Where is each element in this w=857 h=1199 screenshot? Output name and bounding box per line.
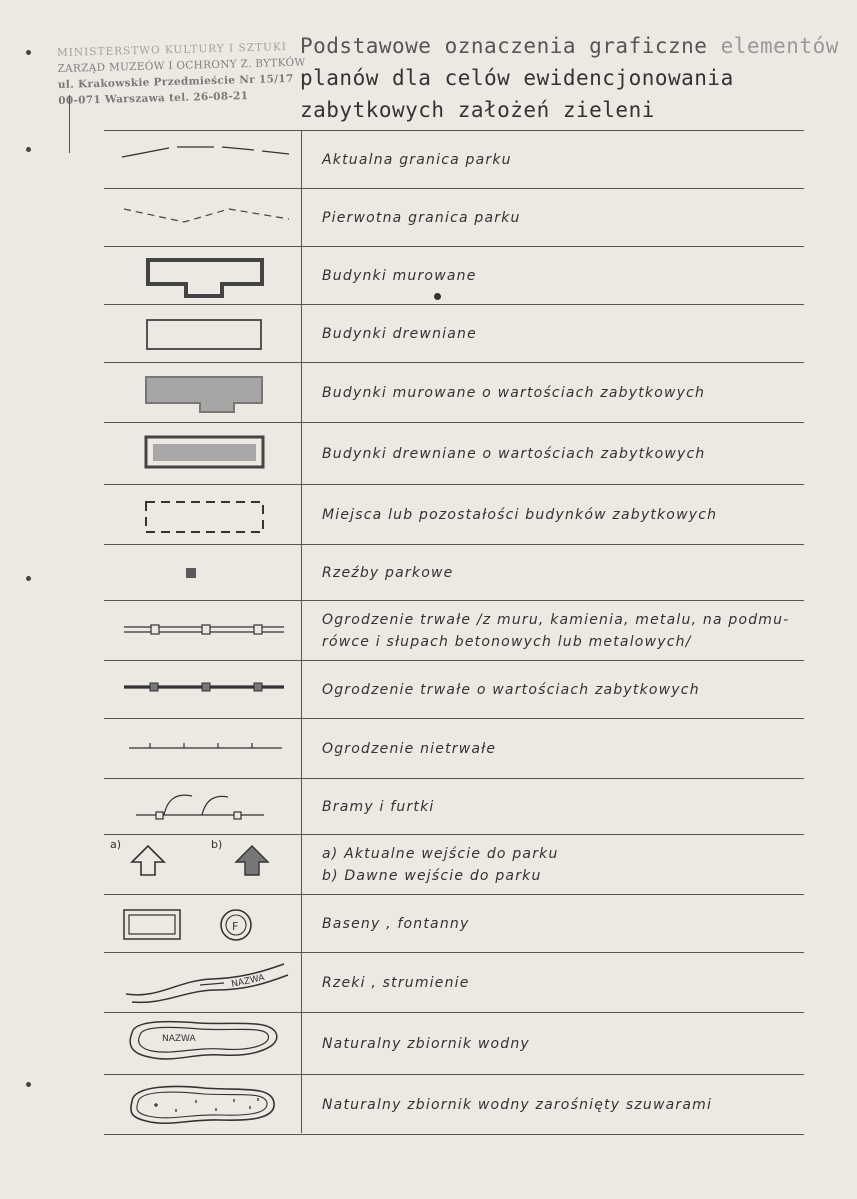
legend-row: F Baseny , fontanny xyxy=(104,894,804,953)
legend-text: Rzeźby parkowe xyxy=(322,565,454,581)
punch-hole xyxy=(26,576,31,581)
legend-row: Ogrodzenie trwałe /z muru, kamienia, met… xyxy=(104,600,804,661)
river-symbol: NAZWA xyxy=(104,953,301,1013)
punch-hole xyxy=(26,1082,31,1087)
legend-text: Budynki murowane o wartościach zabytkowy… xyxy=(322,385,706,401)
masonry-building-symbol xyxy=(104,247,301,305)
legend-text: Ogrodzenie trwałe /z muru, kamienia, met… xyxy=(322,612,790,628)
legend-description: Aktualna granica parku xyxy=(322,131,800,189)
legend-description: Pierwotna granica parku xyxy=(322,189,800,247)
park-boundary-original-symbol xyxy=(104,189,301,247)
legend-text: b) Dawne wejście do parku xyxy=(322,868,542,884)
legend-description: Budynki murowane o wartościach zabytkowy… xyxy=(322,363,800,423)
legend-description: Naturalny zbiornik wodny xyxy=(322,1013,800,1075)
legend-row: Ogrodzenie trwałe o wartościach zabytkow… xyxy=(104,660,804,719)
historic-fence-symbol xyxy=(104,661,301,719)
up-arrow-outline-icon xyxy=(130,844,166,876)
historic-building-remains-symbol xyxy=(104,485,301,545)
permanent-fence-symbol xyxy=(104,601,301,661)
natural-pond-symbol: NAZWA xyxy=(104,1013,301,1075)
legend-row: NAZWA Rzeki , strumienie xyxy=(104,952,804,1013)
legend-text: Naturalny zbiornik wodny zarośnięty szuw… xyxy=(322,1096,713,1113)
stamp-bracket xyxy=(69,95,70,153)
punch-hole xyxy=(26,50,31,55)
legend-table: Aktualna granica parku Pierwotna granica… xyxy=(104,130,804,1135)
legend-text: Ogrodzenie nietrwałe xyxy=(322,741,497,757)
legend-row: Miejsca lub pozostałości budynków zabytk… xyxy=(104,484,804,545)
legend-description: Ogrodzenie trwałe o wartościach zabytkow… xyxy=(322,661,800,719)
legend-row: Pierwotna granica parku xyxy=(104,188,804,247)
legend-description: Rzeźby parkowe xyxy=(322,545,800,601)
legend-text: Ogrodzenie trwałe o wartościach zabytkow… xyxy=(322,682,700,698)
legend-text: Rzeki , strumienie xyxy=(322,975,470,991)
legend-text: Budynki murowane xyxy=(322,268,477,284)
historic-masonry-building-symbol xyxy=(104,363,301,423)
legend-text: Budynki drewniane xyxy=(322,326,477,342)
legend-text: Budynki drewniane o wartościach zabytkow… xyxy=(322,446,706,462)
legend-text: Bramy i furtki xyxy=(322,799,435,815)
legend-text: a) Aktualne wejście do parku xyxy=(322,846,559,862)
legend-description: Baseny , fontanny xyxy=(322,895,800,953)
title-line: zabytkowych założeń zieleni xyxy=(300,98,655,122)
legend-description: Miejsca lub pozostałości budynków zabytk… xyxy=(322,485,800,545)
legend-description: Budynki drewniane xyxy=(322,305,800,363)
wooden-building-symbol xyxy=(104,305,301,363)
pool-fountain-symbol: F xyxy=(104,895,301,953)
pond-name-label: NAZWA xyxy=(162,1034,196,1044)
legend-row: a) b) a) Aktualne wejście do parku b) Daw… xyxy=(104,834,804,895)
arrow-a-label: a) xyxy=(110,838,121,851)
legend-text: rówce i słupach betonowych lub metalowyc… xyxy=(322,634,692,650)
column-divider xyxy=(301,130,302,1133)
reedy-pond-symbol xyxy=(104,1075,301,1134)
up-arrow-filled-icon xyxy=(234,845,270,876)
arrow-b-label: b) xyxy=(211,838,222,851)
title-line: planów dla celów ewidencjonowania xyxy=(300,66,734,90)
institution-stamp: MINISTERSTWO KULTURY I SZTUKI ZARZĄD MUZ… xyxy=(57,39,306,135)
park-sculpture-symbol xyxy=(104,545,301,601)
legend-description: Bramy i furtki xyxy=(322,779,800,835)
legend-row: Naturalny zbiornik wodny zarośnięty szuw… xyxy=(104,1074,804,1135)
legend-row: Ogrodzenie nietrwałe xyxy=(104,718,804,779)
legend-description: Rzeki , strumienie xyxy=(322,953,800,1013)
legend-row: NAZWA Naturalny zbiornik wodny xyxy=(104,1012,804,1075)
park-entrance-symbol: a) b) xyxy=(104,835,301,895)
title-part: elementów xyxy=(720,34,839,58)
fountain-letter: F xyxy=(232,920,238,933)
park-boundary-current-symbol xyxy=(104,131,301,189)
legend-row: Budynki drewniane xyxy=(104,304,804,363)
legend-text: Pierwotna granica parku xyxy=(322,210,521,226)
historic-wooden-building-symbol xyxy=(104,423,301,485)
legend-description: Budynki murowane xyxy=(322,247,800,305)
legend-row: Budynki murowane o wartościach zabytkowy… xyxy=(104,362,804,423)
legend-text: Aktualna granica parku xyxy=(322,152,512,168)
legend-row: Budynki drewniane o wartościach zabytkow… xyxy=(104,422,804,485)
title-line: Podstawowe oznaczenia graficzne elementó… xyxy=(300,30,838,62)
legend-text: Naturalny zbiornik wodny xyxy=(322,1036,530,1052)
title-part: Podstawowe oznaczenia graficzne xyxy=(300,34,721,58)
punch-hole xyxy=(26,147,31,152)
legend-text: Baseny , fontanny xyxy=(322,916,470,932)
legend-description: Ogrodzenie trwałe /z muru, kamienia, met… xyxy=(322,601,800,661)
legend-description: Ogrodzenie nietrwałe xyxy=(322,719,800,779)
legend-description: Budynki drewniane o wartościach zabytkow… xyxy=(322,423,800,485)
legend-row: Bramy i furtki xyxy=(104,778,804,835)
gate-symbol xyxy=(104,779,301,835)
legend-description: Naturalny zbiornik wodny zarośnięty szuw… xyxy=(322,1075,800,1134)
legend-row: Aktualna granica parku xyxy=(104,130,804,189)
legend-row: Budynki murowane xyxy=(104,246,804,305)
ink-dot xyxy=(434,293,441,300)
legend-row: Rzeźby parkowe xyxy=(104,544,804,601)
legend-text: Miejsca lub pozostałości budynków zabytk… xyxy=(322,507,718,523)
document-title: Podstawowe oznaczenia graficzne elementó… xyxy=(300,30,838,126)
legend-description: a) Aktualne wejście do parku b) Dawne wej… xyxy=(322,835,800,895)
temporary-fence-symbol xyxy=(104,719,301,779)
